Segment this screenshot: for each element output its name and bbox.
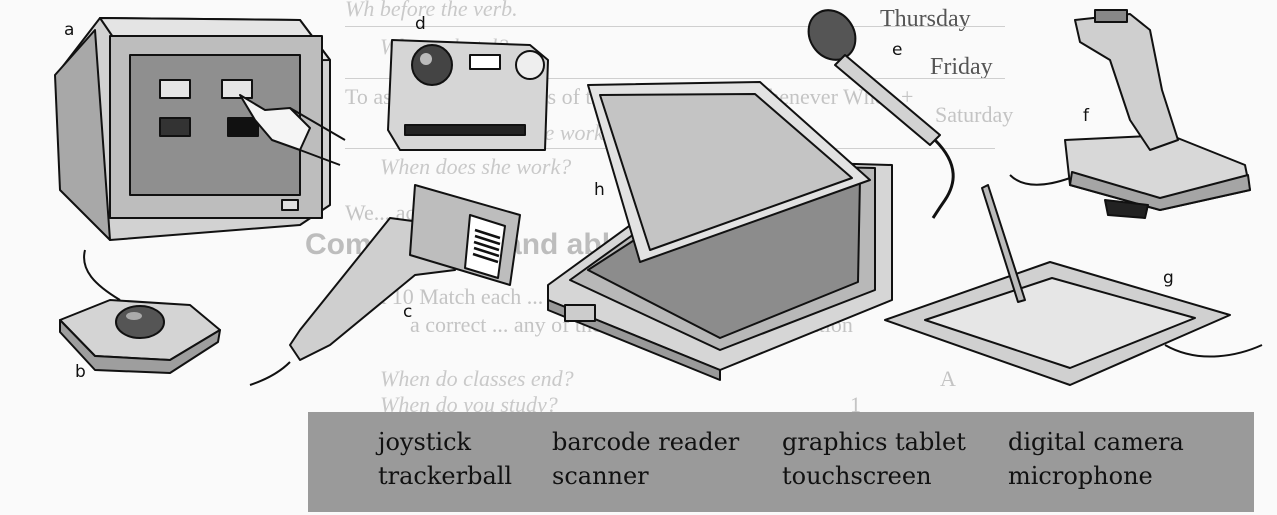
background-text: Thursday [880,6,971,32]
background-rule [345,26,1005,27]
label-b: b [75,362,86,382]
digital-camera-drawing [387,39,549,151]
label-d: d [415,14,426,34]
word-touchscreen: touchscreen [782,462,932,490]
barcode-reader-drawing [249,184,521,386]
background-text: 1 [850,392,861,417]
label-h: h [594,180,605,200]
background-text: Saturday [935,102,1014,127]
background-text: A [940,366,956,391]
label-g: g [1163,268,1174,288]
joystick-drawing [1009,9,1251,219]
word-joystick: joystick [378,428,472,456]
word-scanner: scanner [552,462,649,490]
word-microphone: microphone [1008,462,1153,490]
touchscreen-monitor-drawing [54,17,346,241]
word-trackerball: trackerball [378,462,513,490]
word-barcode-reader: barcode reader [552,428,740,456]
graphics-tablet-drawing [884,184,1263,386]
label-c: c [403,302,413,322]
microphone-drawing [807,9,955,219]
word-graphics-tablet: graphics tablet [782,428,966,456]
scanner-drawing [547,81,893,381]
background-text: When does she work? [380,154,572,179]
background-text: Friday [930,54,993,80]
word-digital-camera: digital camera [1008,428,1184,456]
label-e: e [892,40,903,60]
label-f: f [1083,106,1089,126]
label-a: a [64,20,75,40]
background-text: When do classes end? [380,366,574,391]
background-text: Wh before the verb. [345,0,518,21]
word-box: joystick barcode reader graphics tablet … [308,412,1254,512]
background-rule [345,78,1005,79]
trackerball-drawing [59,249,221,374]
